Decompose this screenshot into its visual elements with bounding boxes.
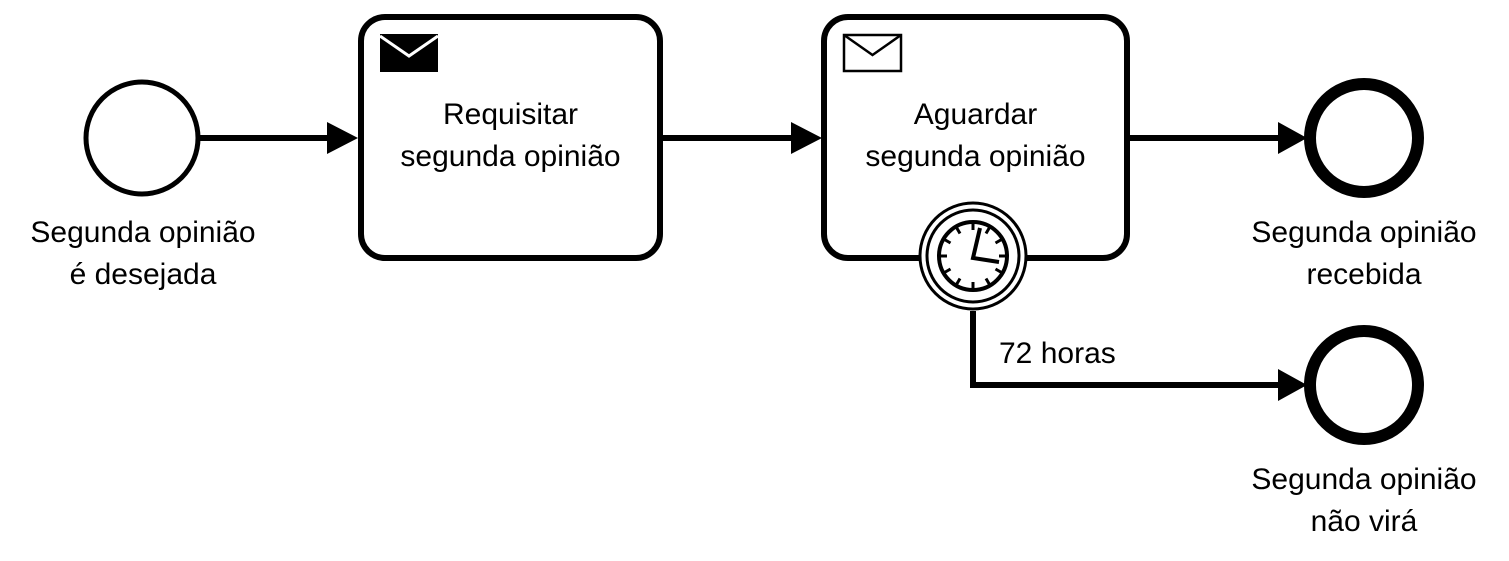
envelope-filled-icon [379, 34, 439, 72]
end-received-label: Segunda opinião recebida [1230, 212, 1498, 296]
end-timeout-label-line2: não virá [1310, 505, 1418, 538]
task-request-label: Requisitar segunda opinião [361, 94, 660, 178]
task-wait-label: Aguardar segunda opinião [824, 94, 1127, 178]
task-request-label-line1: Requisitar [442, 98, 579, 131]
flow-start-to-request[interactable] [199, 122, 358, 154]
envelope-outline-icon [842, 33, 903, 73]
task-request-second-opinion[interactable] [358, 14, 663, 261]
start-event-label-line2: é desejada [69, 258, 217, 291]
start-event-label: Segunda opinião é desejada [0, 212, 286, 296]
end-received-label-line2: recebida [1306, 258, 1422, 291]
start-event[interactable] [83, 79, 201, 197]
task-request-label-line2: segunda opinião [400, 140, 621, 173]
task-wait-label-line1: Aguardar [913, 98, 1038, 131]
task-wait-label-line2: segunda opinião [865, 140, 1086, 173]
start-event-label-line1: Segunda opinião [30, 216, 256, 249]
timeout-flow-label: 72 horas [999, 337, 1116, 370]
end-event-received[interactable] [1304, 78, 1424, 198]
flow-timer-to-end-timeout[interactable] [970, 311, 1307, 401]
end-timeout-label: Segunda opinião não virá [1230, 459, 1498, 543]
clock-icon [937, 220, 1009, 292]
flow-request-to-wait[interactable] [660, 122, 822, 154]
boundary-timer-event[interactable] [918, 201, 1028, 311]
flow-wait-to-end-received[interactable] [1127, 122, 1307, 154]
end-event-timeout[interactable] [1304, 325, 1424, 445]
end-timeout-label-line1: Segunda opinião [1251, 463, 1477, 496]
end-received-label-line1: Segunda opinião [1251, 216, 1477, 249]
